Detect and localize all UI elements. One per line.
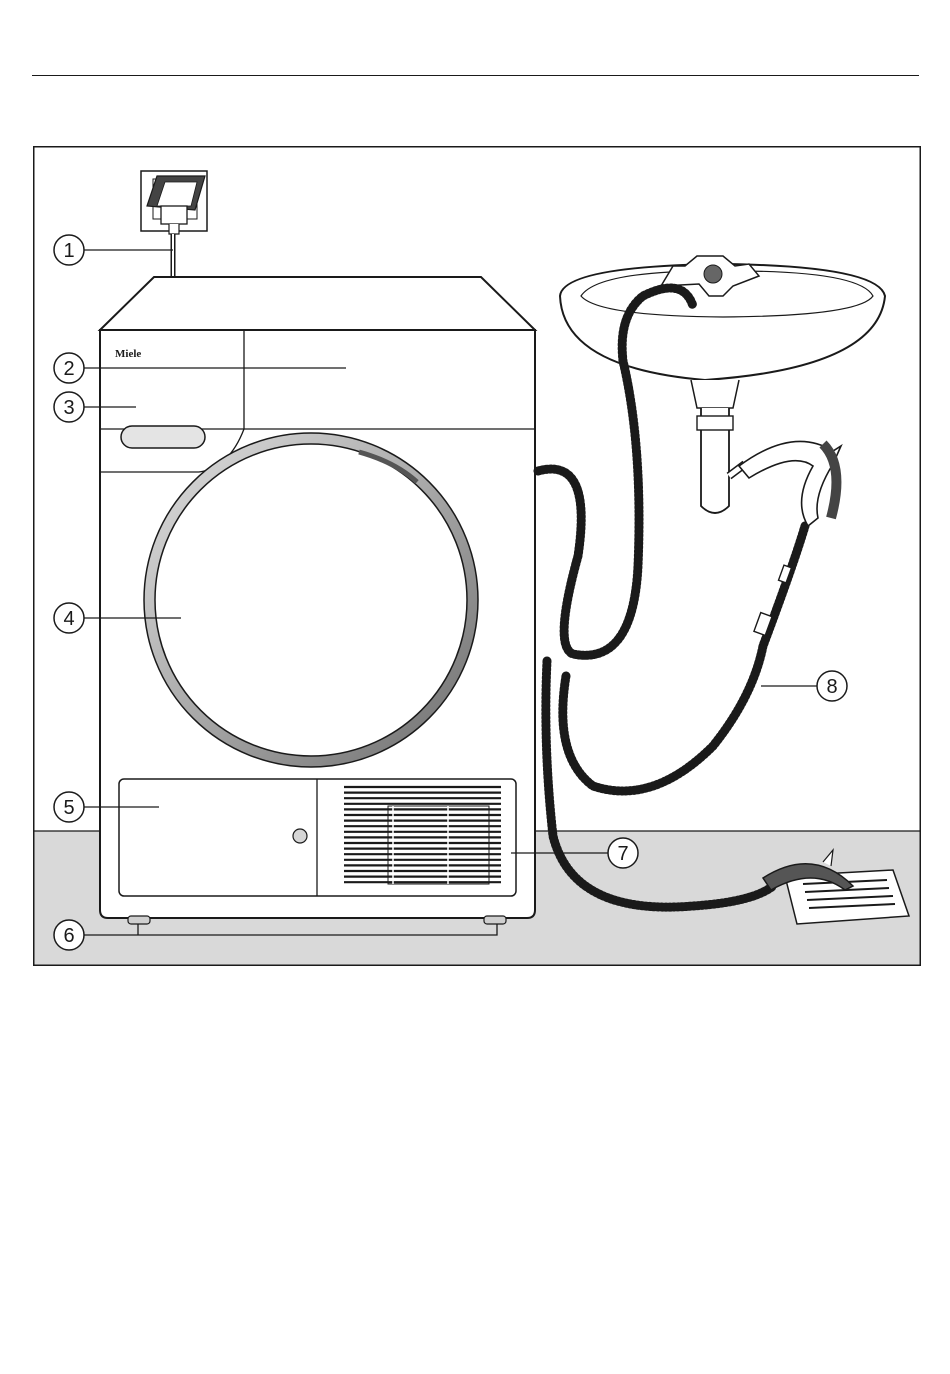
panel-knob [293,829,307,843]
svg-text:1: 1 [63,240,74,262]
foot-left [128,916,150,924]
svg-text:5: 5 [63,797,74,819]
callout-8: 8 [817,671,847,701]
door [144,433,478,767]
siphon [691,380,739,408]
callout-6: 6 [54,920,84,950]
foot-right [484,916,506,924]
callout-2: 2 [54,353,84,383]
svg-text:3: 3 [63,397,74,419]
wall-socket [141,171,207,234]
brand-logo: Miele [115,348,141,360]
container-handle [121,426,205,448]
callout-5: 5 [54,792,84,822]
callout-4: 4 [54,603,84,633]
callout-1: 1 [54,235,84,265]
callout-7: 7 [608,838,638,868]
svg-text:6: 6 [63,925,74,947]
svg-text:4: 4 [63,608,74,630]
dryer-top [100,277,535,330]
dryer-installation-diagram: Miele [33,146,921,966]
svg-text:8: 8 [826,676,837,698]
callout-3: 3 [54,392,84,422]
dryer: Miele [100,277,535,924]
svg-text:7: 7 [617,843,628,865]
header-rule [32,75,919,76]
svg-text:2: 2 [63,358,74,380]
